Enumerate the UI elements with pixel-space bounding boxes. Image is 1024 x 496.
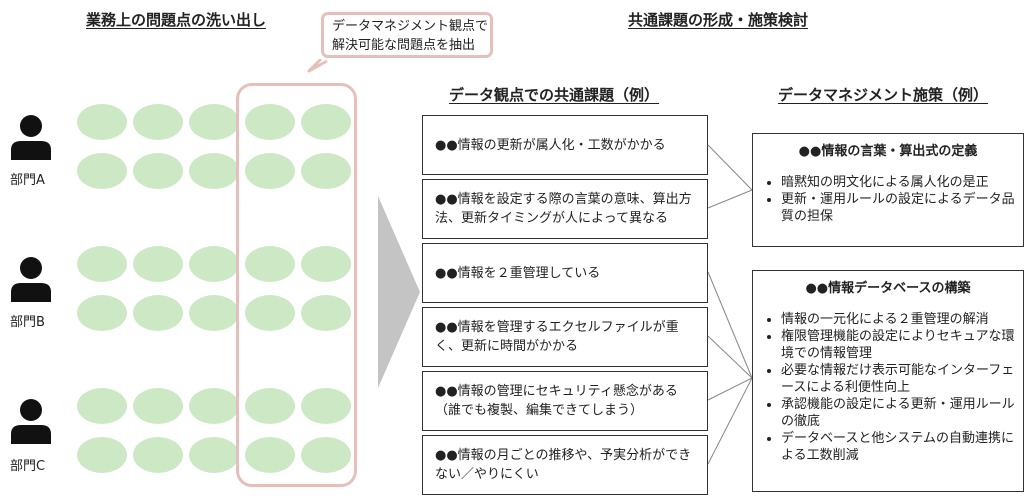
problem-oval <box>245 295 295 331</box>
problem-oval <box>301 104 351 140</box>
measure-title: ●●情報データベースの構築 <box>805 281 971 296</box>
connector-line <box>707 377 753 465</box>
problem-oval <box>133 246 183 282</box>
measure-box-1: ●●情報の言葉・算出式の定義 暗黙知の明文化による属人化の是正 更新・運用ルール… <box>752 133 1024 247</box>
issue-text: ●●情報の更新が属人化・工数がかかる <box>435 137 666 153</box>
issue-box-6: ●●情報の月ごとの推移や、予実分析ができない／やりにくい <box>422 435 708 495</box>
person-icon-b <box>11 257 51 302</box>
person-icon-a <box>11 115 51 160</box>
problem-oval <box>133 388 183 424</box>
connector-line <box>707 377 753 401</box>
big-arrow-icon <box>378 196 420 388</box>
problem-oval <box>301 437 351 473</box>
problem-oval <box>77 246 127 282</box>
measures-heading: データマネジメント施策（例） <box>778 86 989 104</box>
problem-oval <box>301 246 351 282</box>
problem-oval <box>245 104 295 140</box>
problem-oval <box>301 388 351 424</box>
problem-oval <box>189 104 239 140</box>
issue-box-2: ●●情報を設定する際の言葉の意味、算出方法、更新タイミングが人によって異なる <box>422 179 708 239</box>
problem-oval <box>301 153 351 189</box>
problem-oval <box>77 153 127 189</box>
measure-title: ●●情報の言葉・算出式の定義 <box>798 144 978 159</box>
issue-box-4: ●●情報を管理するエクセルファイルが重く、更新に時間がかかる <box>422 307 708 367</box>
problem-oval <box>133 153 183 189</box>
issue-box-3: ●●情報を２重管理している <box>422 243 708 303</box>
problem-oval <box>77 295 127 331</box>
issue-text: ●●情報を２重管理している <box>435 265 601 281</box>
problem-oval <box>133 437 183 473</box>
left-heading: 業務上の問題点の洗い出し <box>86 11 267 29</box>
issue-text: ●●情報の管理にセキュリティ懸念がある（誰でも複製、編集できてしまう） <box>435 384 678 418</box>
problem-oval <box>245 388 295 424</box>
measure-box-2: ●●情報データベースの構築 情報の一元化による２重管理の解消 権限管理機能の設定… <box>752 270 1024 492</box>
measure-item: 必要な情報だけ表示可能なインターフェースによる利便性向上 <box>781 362 1017 396</box>
right-heading: 共通課題の形成・施策検討 <box>628 11 809 29</box>
measure-item: 権限管理機能の設定によりセキュアな環境での情報管理 <box>781 328 1017 362</box>
measure-item: 情報の一元化による２重管理の解消 <box>781 311 1017 328</box>
department-label-a: 部門A <box>10 173 45 188</box>
problem-oval <box>133 104 183 140</box>
problem-oval <box>133 295 183 331</box>
issue-text: ●●情報を管理するエクセルファイルが重く、更新に時間がかかる <box>435 320 679 354</box>
measure-list: 暗黙知の明文化による属人化の是正 更新・運用ルールの設定によるデータ品質の担保 <box>753 174 1023 225</box>
measure-item: データベースと他システムの自動連携による工数削減 <box>781 430 1017 464</box>
issue-box-1: ●●情報の更新が属人化・工数がかかる <box>422 115 708 175</box>
problem-oval <box>245 153 295 189</box>
problem-oval <box>189 388 239 424</box>
department-label-b: 部門B <box>10 315 45 330</box>
connector-line <box>707 271 753 379</box>
callout-line-2: 解決可能な問題点を抽出 <box>332 38 476 53</box>
problem-oval <box>189 295 239 331</box>
measure-item: 更新・運用ルールの設定によるデータ品質の担保 <box>781 191 1017 225</box>
measure-item: 暗黙知の明文化による属人化の是正 <box>781 174 1017 191</box>
callout-box: データマネジメント観点で 解決可能な問題点を抽出 <box>321 12 493 58</box>
person-icon-c <box>11 399 51 444</box>
problem-oval <box>245 246 295 282</box>
connector-line <box>707 335 753 379</box>
problem-oval <box>77 388 127 424</box>
callout-tail <box>307 59 328 73</box>
problem-oval <box>189 153 239 189</box>
measure-list: 情報の一元化による２重管理の解消 権限管理機能の設定によりセキュアな環境での情報… <box>753 311 1023 464</box>
issue-text: ●●情報の月ごとの推移や、予実分析ができない／やりにくい <box>435 448 692 482</box>
problem-oval <box>189 246 239 282</box>
problem-oval <box>301 295 351 331</box>
issue-text: ●●情報を設定する際の言葉の意味、算出方法、更新タイミングが人によって異なる <box>435 192 692 226</box>
callout-line-1: データマネジメント観点で <box>332 19 489 34</box>
problem-oval <box>77 437 127 473</box>
connector-line <box>707 189 753 209</box>
issue-box-5: ●●情報の管理にセキュリティ懸念がある（誰でも複製、編集できてしまう） <box>422 371 708 431</box>
issues-heading: データ観点での共通課題（例） <box>449 86 660 104</box>
connector-line <box>707 144 753 191</box>
department-label-c: 部門C <box>10 459 46 474</box>
problem-oval <box>77 104 127 140</box>
measure-item: 承認機能の設定による更新・運用ルールの徹底 <box>781 396 1017 430</box>
extracted-problems-highlight <box>236 83 357 487</box>
problem-oval <box>245 437 295 473</box>
problem-oval <box>189 437 239 473</box>
